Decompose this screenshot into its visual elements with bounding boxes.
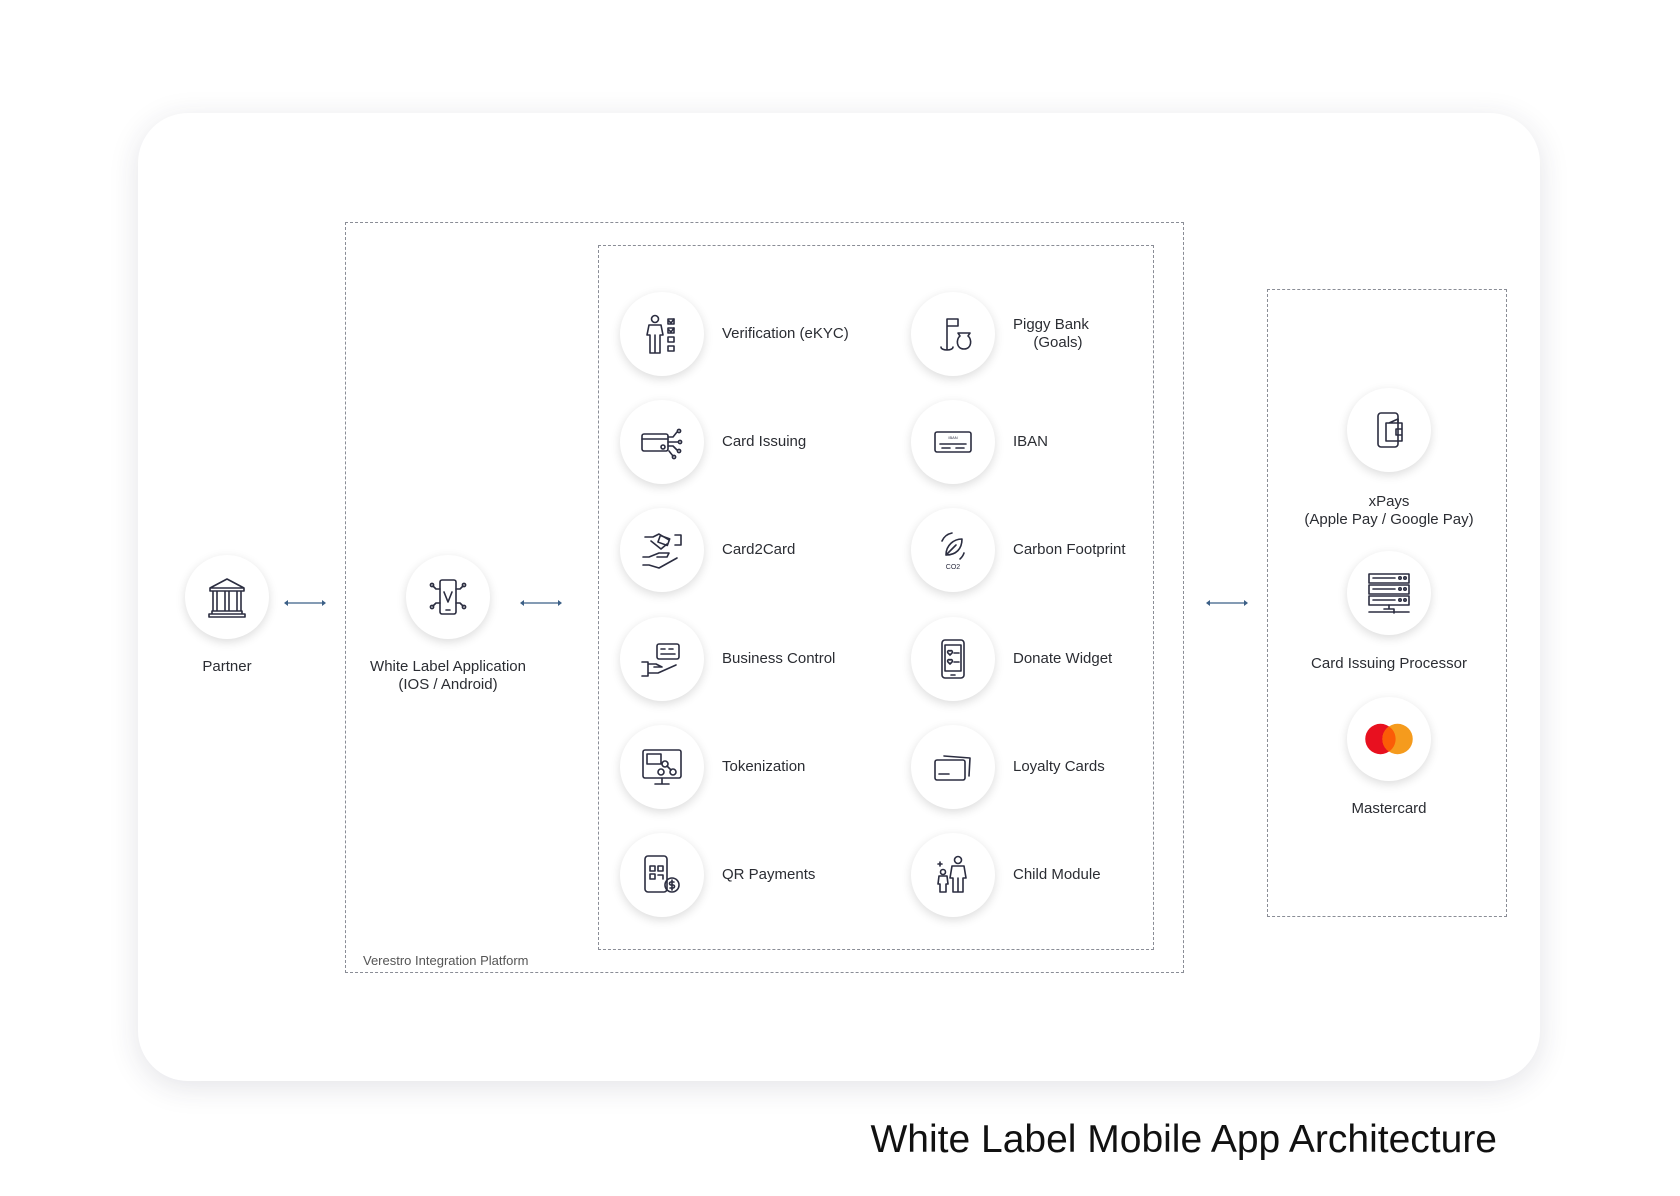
iban-card-icon: IBAN	[934, 431, 972, 453]
bidirectional-arrow	[520, 599, 562, 607]
white-label-app-node	[406, 555, 490, 639]
module-business-control	[620, 617, 704, 701]
xpays-label-line1: xPays	[1368, 493, 1410, 510]
flag-moneybag-icon	[940, 318, 972, 351]
iban-text: IBAN	[948, 435, 957, 440]
bidirectional-arrow	[284, 599, 326, 607]
module-label: QR Payments	[722, 866, 816, 883]
module-label: Child Module	[1013, 866, 1101, 883]
module-card-issuing	[620, 400, 704, 484]
bidirectional-arrow	[1206, 599, 1248, 607]
app-label-line2: (IOS / Android)	[398, 676, 498, 693]
platform-label: Verestro Integration Platform	[363, 953, 529, 968]
diagram-card	[138, 113, 1540, 1081]
module-label: Card2Card	[722, 541, 796, 558]
module-piggy-bank	[911, 292, 995, 376]
mastercard-logo-icon	[1365, 723, 1413, 755]
module-loyalty-cards	[911, 725, 995, 809]
module-label: Tokenization	[722, 758, 806, 775]
module-label: Piggy Bank(Goals)	[1013, 316, 1089, 352]
module-verification	[620, 292, 704, 376]
module-card2card	[620, 508, 704, 592]
leaf-co2-icon: CO2	[941, 532, 965, 571]
module-label-line1: Piggy Bank	[1013, 316, 1089, 333]
module-label: Donate Widget	[1013, 650, 1113, 667]
phone-qr-dollar-icon	[644, 855, 680, 893]
mastercard-node	[1347, 697, 1431, 781]
module-label: Loyalty Cards	[1013, 758, 1105, 775]
module-label: Verification (eKYC)	[722, 325, 849, 342]
module-donate-widget	[911, 617, 995, 701]
modules-boundary	[598, 245, 1154, 950]
server-icon	[1368, 573, 1410, 614]
module-carbon-footprint: CO2	[911, 508, 995, 592]
partner-label: Partner	[202, 658, 252, 675]
card-circuit-icon	[641, 428, 683, 460]
card-issuing-processor-node	[1347, 551, 1431, 635]
mastercard-label: Mastercard	[1351, 800, 1427, 817]
processor-label: Card Issuing Processor	[1311, 655, 1467, 672]
external-services-boundary	[1267, 289, 1507, 917]
module-label: Carbon Footprint	[1013, 541, 1126, 558]
module-label: Business Control	[722, 650, 836, 667]
module-tokenization	[620, 725, 704, 809]
integration-platform-boundary	[345, 222, 1184, 973]
partner-node	[185, 555, 269, 639]
module-label: Card Issuing	[722, 433, 807, 450]
module-iban: IBAN	[911, 400, 995, 484]
module-qr-payments	[620, 833, 704, 917]
module-label-line2: (Goals)	[1033, 334, 1083, 351]
hand-card-icon	[641, 643, 680, 677]
cards-icon	[934, 755, 971, 781]
bank-icon	[208, 578, 246, 618]
app-label-line1: White Label Application	[370, 658, 526, 675]
person-checklist-icon	[646, 314, 675, 354]
module-child	[911, 833, 995, 917]
xpays-node	[1347, 388, 1431, 472]
phone-hearts-icon	[941, 639, 965, 679]
xpays-label-line2: (Apple Pay / Google Pay)	[1304, 511, 1474, 528]
co2-text: CO2	[946, 564, 961, 571]
smartphone-v-icon	[429, 579, 467, 615]
phone-wallet-icon	[1377, 412, 1403, 448]
module-label: IBAN	[1013, 433, 1049, 450]
hands-exchange-icon	[642, 533, 682, 569]
parent-child-icon	[937, 855, 967, 893]
diagram-title: White Label Mobile App Architecture	[870, 1118, 1497, 1161]
monitor-nodes-icon	[642, 749, 682, 785]
